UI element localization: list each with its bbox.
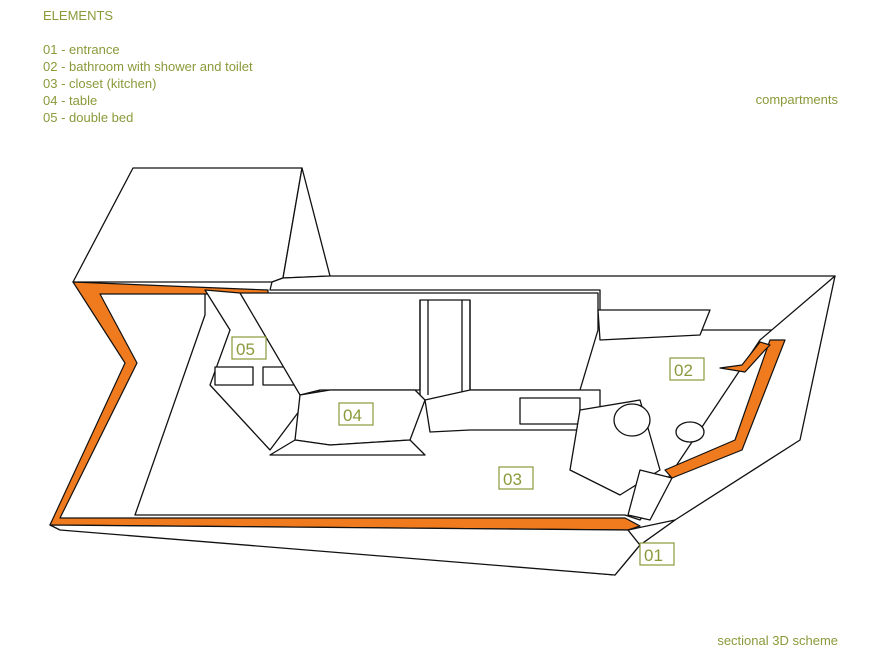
shower-drain bbox=[675, 421, 705, 443]
tag-03: 03 bbox=[498, 466, 534, 490]
tag-05: 05 bbox=[231, 336, 267, 360]
compartments-label: compartments bbox=[755, 92, 838, 107]
bed-drawer-left bbox=[214, 366, 254, 386]
section-wall-right-upper bbox=[719, 341, 771, 373]
central-partition bbox=[239, 292, 599, 396]
svg-text:01: 01 bbox=[644, 546, 663, 565]
svg-text:03: 03 bbox=[503, 470, 522, 489]
elements-legend: ELEMENTS 01 - entrance 02 - bathroom wit… bbox=[43, 7, 253, 126]
table-front bbox=[269, 439, 426, 456]
legend-item-bed: 05 - double bed bbox=[43, 110, 134, 125]
tag-01: 01 bbox=[639, 542, 675, 566]
scheme-caption: sectional 3D scheme bbox=[717, 633, 838, 648]
bathroom-shelf bbox=[597, 309, 711, 341]
front-base-side bbox=[627, 519, 676, 546]
entrance-door bbox=[627, 469, 673, 521]
toilet bbox=[613, 403, 651, 437]
kitchen-sink bbox=[519, 397, 581, 425]
legend-item-entrance: 01 - entrance bbox=[43, 42, 120, 57]
tag-02: 02 bbox=[669, 357, 705, 381]
svg-text:05: 05 bbox=[236, 340, 255, 359]
legend-title: ELEMENTS bbox=[43, 8, 114, 23]
svg-text:02: 02 bbox=[674, 361, 693, 380]
legend-item-bathroom: 02 - bathroom with shower and toilet bbox=[43, 59, 253, 74]
legend-item-closet: 03 - closet (kitchen) bbox=[43, 76, 157, 91]
svg-text:04: 04 bbox=[343, 406, 362, 425]
front-base bbox=[49, 524, 641, 576]
tag-04: 04 bbox=[338, 402, 374, 426]
legend-item-table: 04 - table bbox=[43, 93, 98, 108]
back-wall-left bbox=[72, 167, 303, 283]
